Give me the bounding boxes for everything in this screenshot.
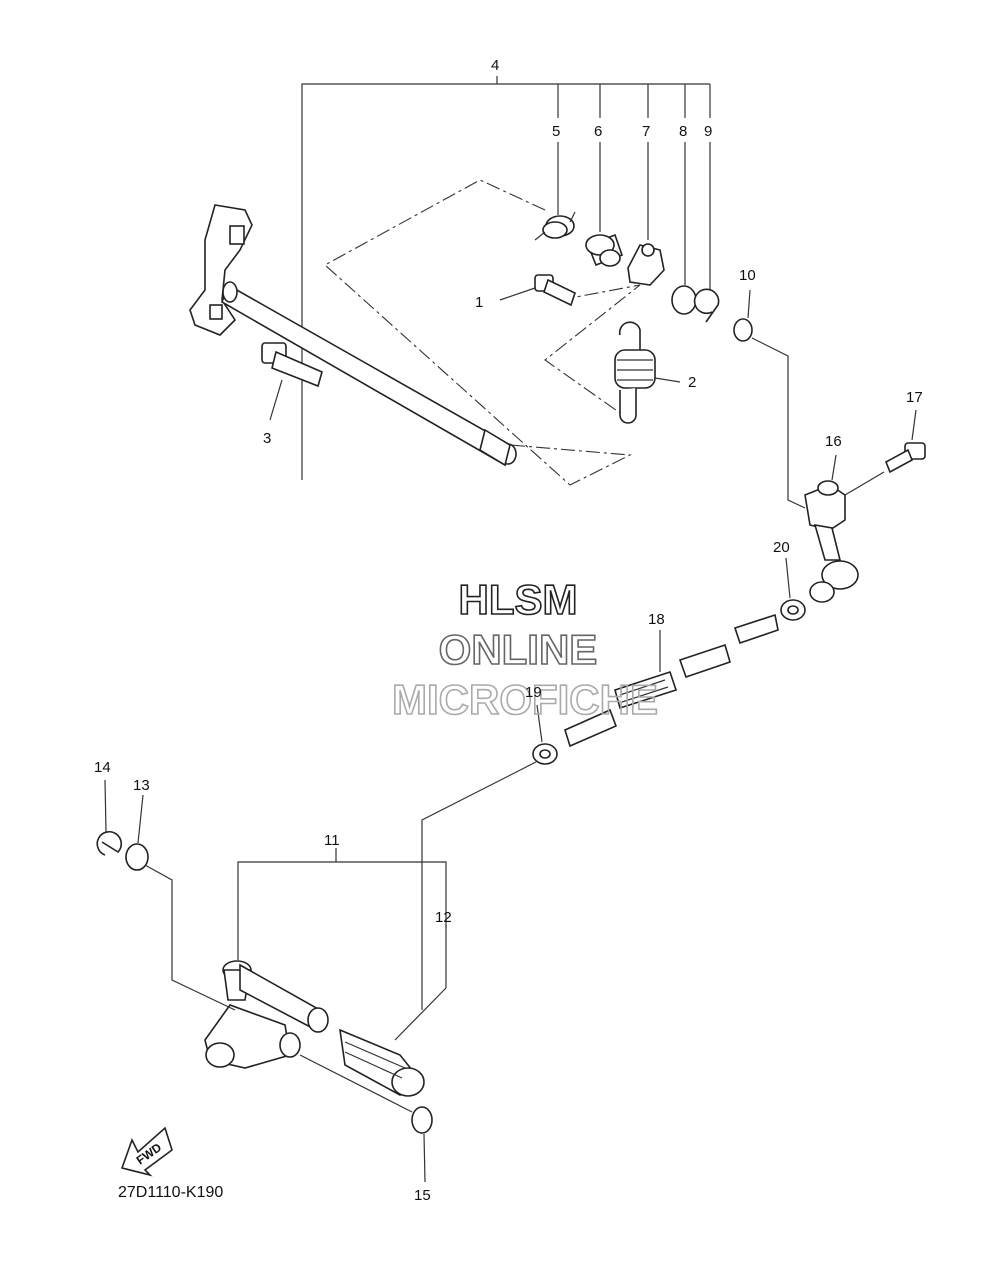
extension-spring	[614, 321, 681, 424]
watermark-line-1: HLSM	[459, 576, 578, 623]
watermark-line-3: MICROFICHE	[392, 676, 658, 723]
diagram-code: 27D1110-K190	[118, 1184, 223, 1201]
washer-8	[671, 285, 697, 315]
callout-10: 10	[739, 267, 756, 284]
lever-plate	[627, 243, 665, 286]
fwd-arrow-icon: FWD	[120, 1126, 173, 1177]
callout-11: 11	[324, 832, 340, 849]
shift-pedal	[204, 960, 447, 1097]
assembly-line-spring	[544, 284, 641, 421]
nut-20	[780, 557, 806, 621]
washer-13	[125, 843, 149, 871]
callout-13: 13	[133, 777, 150, 794]
callout-12: 12	[435, 909, 452, 926]
shift-shaft	[189, 204, 517, 467]
assembly-line-upper	[324, 179, 633, 486]
callout-9: 9	[704, 123, 712, 140]
bolt-1	[499, 274, 576, 307]
callout-17: 17	[906, 389, 923, 406]
shift-rod	[564, 613, 779, 748]
callout-20: 20	[773, 539, 790, 556]
callout-7: 7	[642, 123, 650, 140]
nut-19	[421, 704, 558, 1010]
callout-14: 14	[94, 759, 111, 776]
collar	[585, 233, 624, 267]
callout-18: 18	[648, 611, 665, 628]
washer-15	[411, 1106, 433, 1134]
callout-4: 4	[491, 57, 499, 74]
clip-14	[96, 830, 123, 856]
circlip-9	[693, 288, 720, 323]
group-11-bracket	[237, 848, 447, 988]
callout-2: 2	[688, 374, 696, 391]
watermark-line-2: ONLINE	[439, 626, 598, 673]
callout-16: 16	[825, 433, 842, 450]
watermark: HLSM ONLINE MICROFICHE	[391, 575, 659, 724]
callout-15: 15	[414, 1187, 431, 1204]
callout-3: 3	[263, 430, 271, 447]
callout-6: 6	[594, 123, 602, 140]
washer-10	[733, 318, 753, 342]
stud-bolt	[261, 342, 323, 421]
callout-1: 1	[475, 294, 483, 311]
torsion-spring	[534, 211, 576, 241]
shift-arm	[804, 454, 859, 603]
callouts: 1 2 3 4 5 6 7 8 9 10 11 12 13 14 15 16 1…	[94, 57, 923, 1204]
bolt-17	[844, 409, 926, 496]
callout-8: 8	[679, 123, 687, 140]
callout-5: 5	[552, 123, 560, 140]
callout-19: 19	[525, 684, 542, 701]
